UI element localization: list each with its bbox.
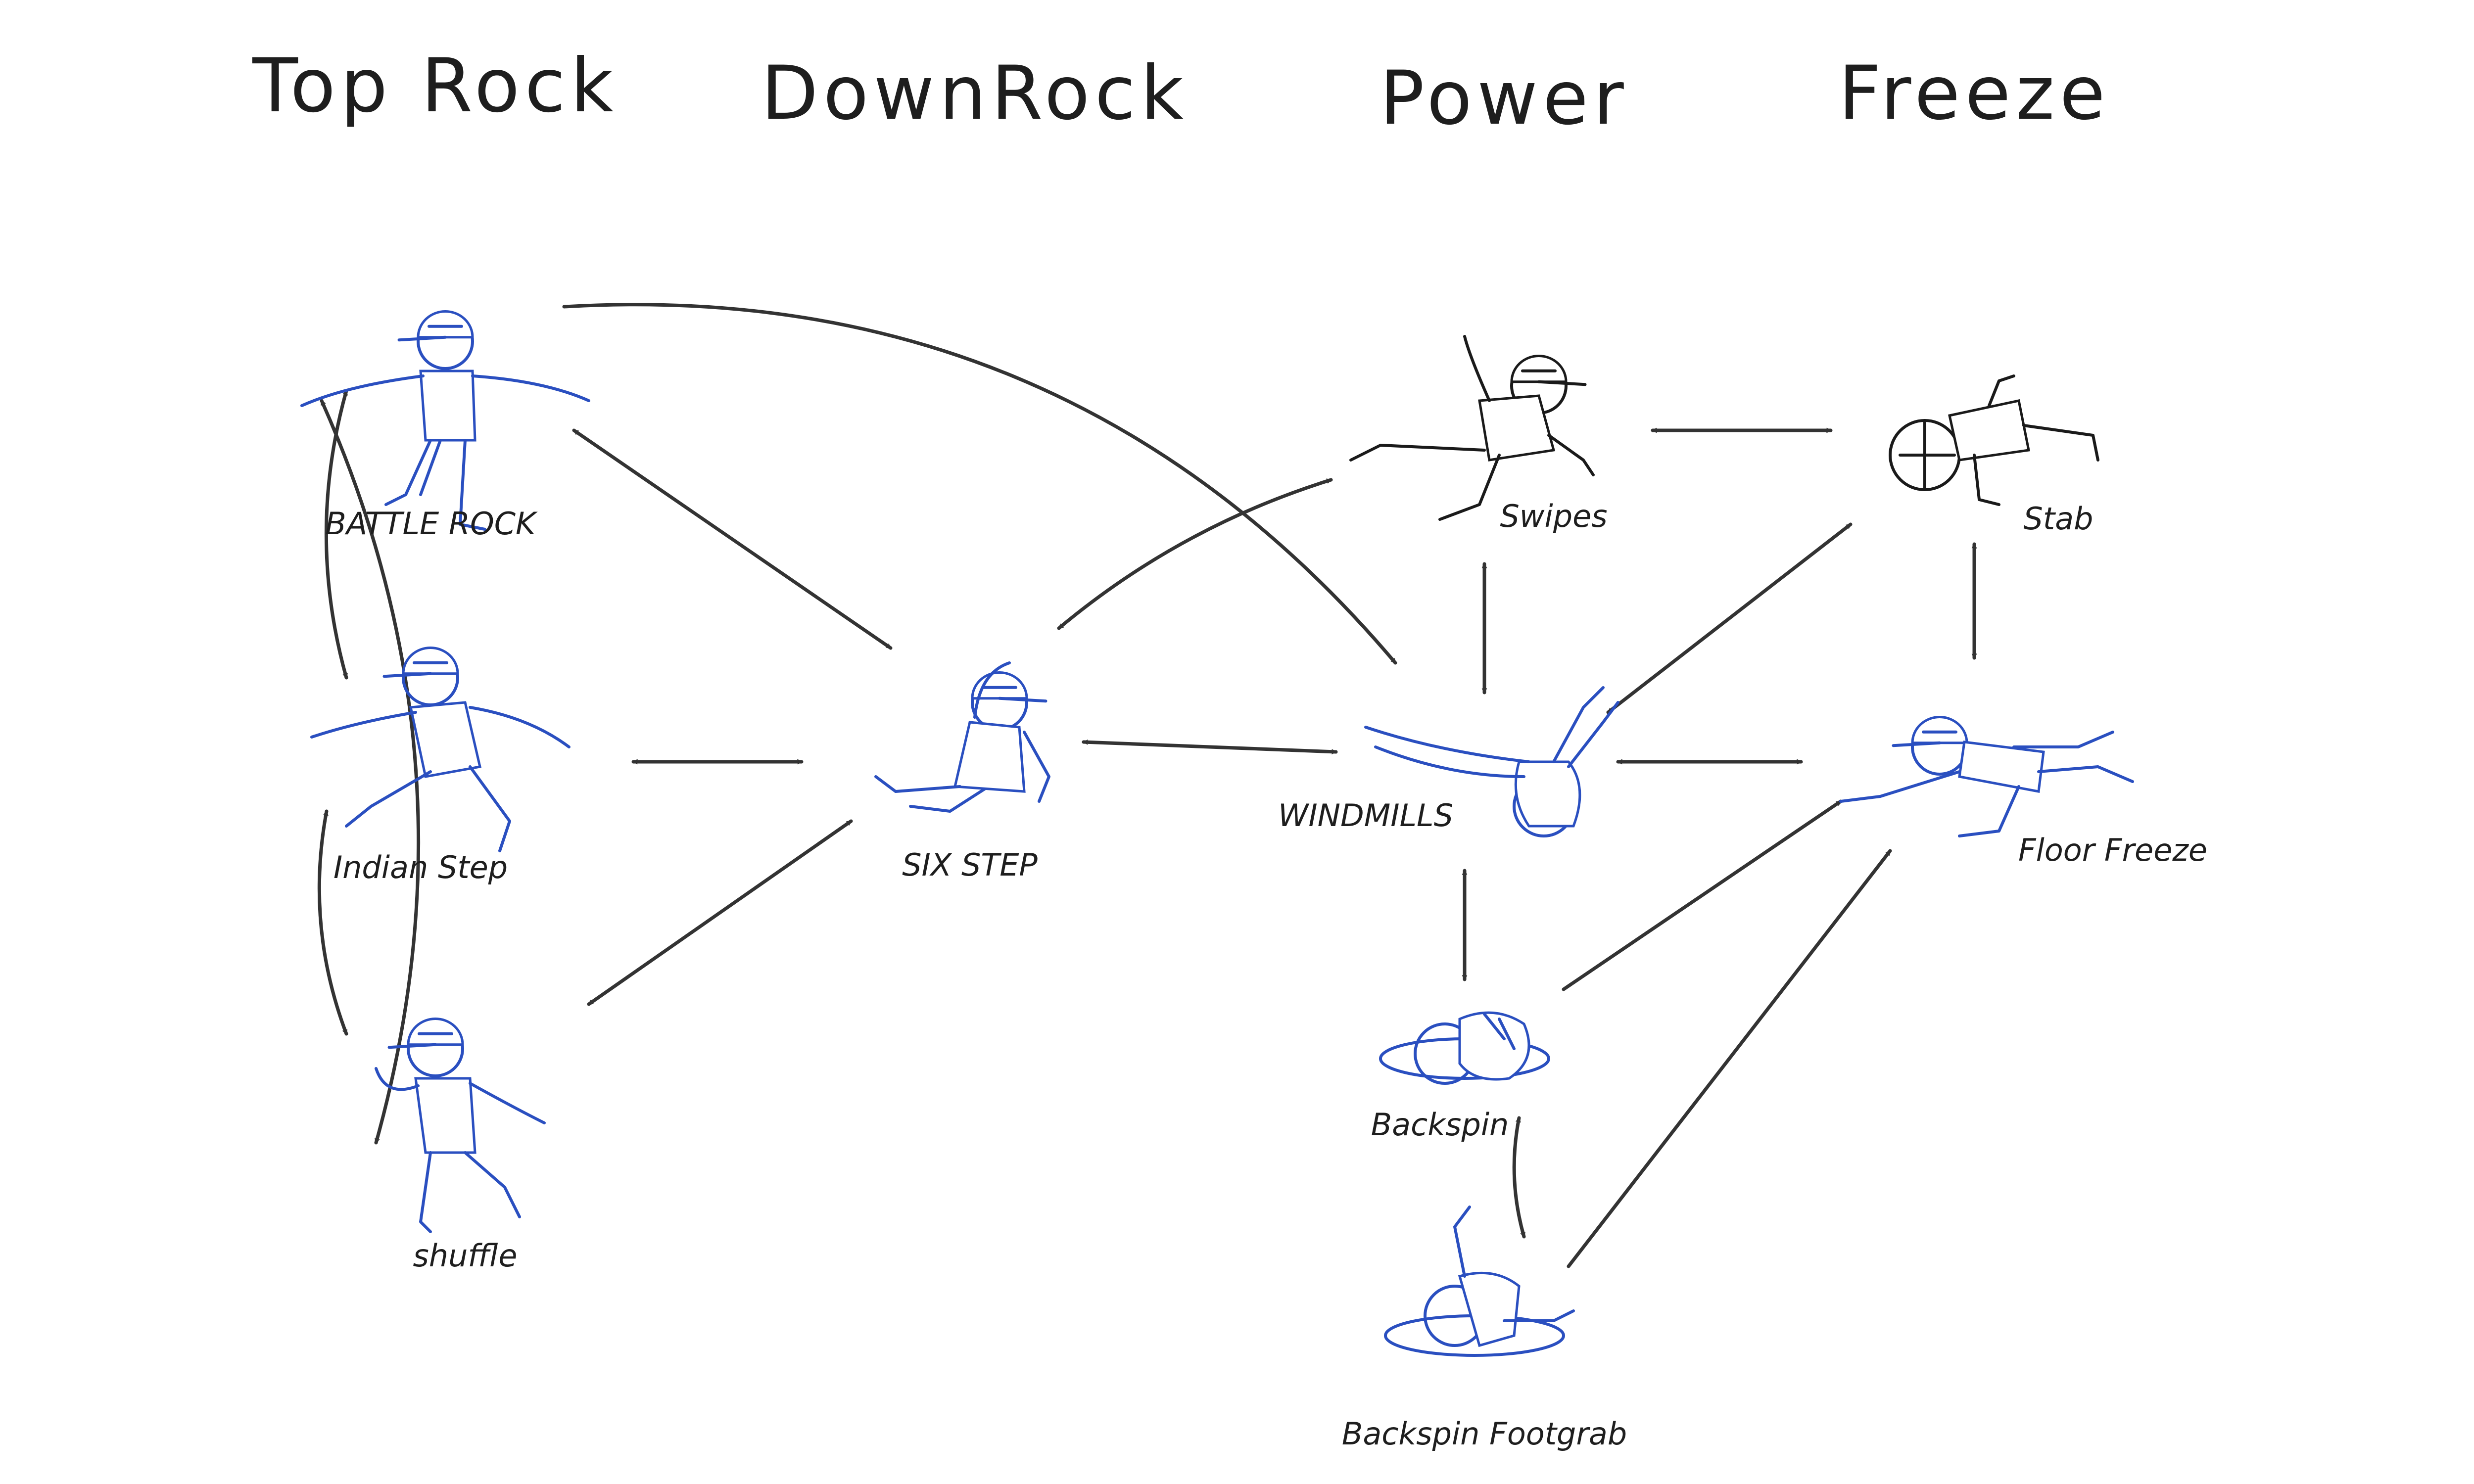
column-title-freeze: Freeze bbox=[1838, 50, 2110, 137]
edge-six-step-to-swipes bbox=[1057, 478, 1333, 630]
node-backspin[interactable]: Backspin bbox=[1371, 1011, 1550, 1143]
node-label-indian-step: Indian Step bbox=[333, 849, 508, 885]
node-label-windmills: WINDMILLS bbox=[1278, 797, 1453, 834]
stab-figure bbox=[1889, 374, 2099, 506]
edge-backspin-footgrab-to-floor-freeze bbox=[1567, 849, 1892, 1268]
edge-backspin-to-floor-freeze bbox=[1562, 799, 1843, 991]
node-swipes[interactable]: Swipes bbox=[1349, 335, 1608, 534]
shuffle-figure bbox=[375, 1018, 546, 1233]
node-floor-freeze[interactable]: Floor Freeze bbox=[1839, 716, 2207, 868]
node-label-shuffle: shuffle bbox=[413, 1238, 517, 1274]
node-label-swipes: Swipes bbox=[1500, 498, 1607, 534]
edge-six-step-to-windmills bbox=[1082, 740, 1338, 754]
edge-shuffle-to-six-step bbox=[587, 819, 853, 1006]
battle-rock-figure bbox=[300, 310, 590, 531]
node-windmills[interactable]: WINDMILLS bbox=[1278, 686, 1619, 837]
edge-battle-rock-to-windmills bbox=[562, 303, 1397, 665]
edge-shuffle-to-battle-rock bbox=[320, 399, 421, 1145]
edge-windmills-to-stab bbox=[1606, 522, 1853, 714]
windmills-figure bbox=[1364, 686, 1619, 837]
node-battle-rock[interactable]: BATTLE ROCK bbox=[300, 310, 590, 542]
node-stab[interactable]: Stab bbox=[1889, 374, 2099, 537]
indian-step-figure bbox=[310, 647, 571, 852]
node-label-stab: Stab bbox=[2023, 501, 2093, 537]
node-label-floor-freeze: Floor Freeze bbox=[2018, 832, 2207, 868]
node-shuffle[interactable]: shuffle bbox=[375, 1018, 546, 1274]
edge-indian-step-to-shuffle bbox=[317, 809, 348, 1036]
node-six-step[interactable]: SIX STEP bbox=[874, 661, 1050, 883]
node-label-battle-rock: BATTLE ROCK bbox=[325, 506, 538, 542]
swipes-figure bbox=[1349, 335, 1595, 521]
nodes: BATTLE ROCK Indian Step shuffle SIX STEP… bbox=[300, 310, 2207, 1452]
node-label-six-step: SIX STEP bbox=[902, 847, 1038, 883]
column-title-power: Power bbox=[1380, 55, 1629, 141]
column-headers: Top Rock DownRock Power Freeze bbox=[252, 43, 2110, 141]
column-title-top-rock: Top Rock bbox=[252, 43, 618, 129]
node-label-backspin-footgrab: Backspin Footgrab bbox=[1342, 1416, 1627, 1452]
edge-battle-rock-to-six-step bbox=[572, 428, 893, 650]
six-step-figure bbox=[874, 661, 1050, 813]
backspin-figure bbox=[1379, 1011, 1550, 1085]
backspin-footgrab-figure bbox=[1384, 1206, 1575, 1357]
node-label-backspin: Backspin bbox=[1371, 1107, 1509, 1143]
floor-freeze-figure bbox=[1839, 716, 2134, 837]
node-backspin-footgrab[interactable]: Backspin Footgrab bbox=[1342, 1206, 1627, 1452]
edges bbox=[317, 303, 1977, 1268]
edge-backspin-to-backspin-footgrab bbox=[1512, 1116, 1526, 1239]
node-indian-step[interactable]: Indian Step bbox=[310, 647, 571, 886]
column-title-downrock: DownRock bbox=[761, 50, 1189, 137]
